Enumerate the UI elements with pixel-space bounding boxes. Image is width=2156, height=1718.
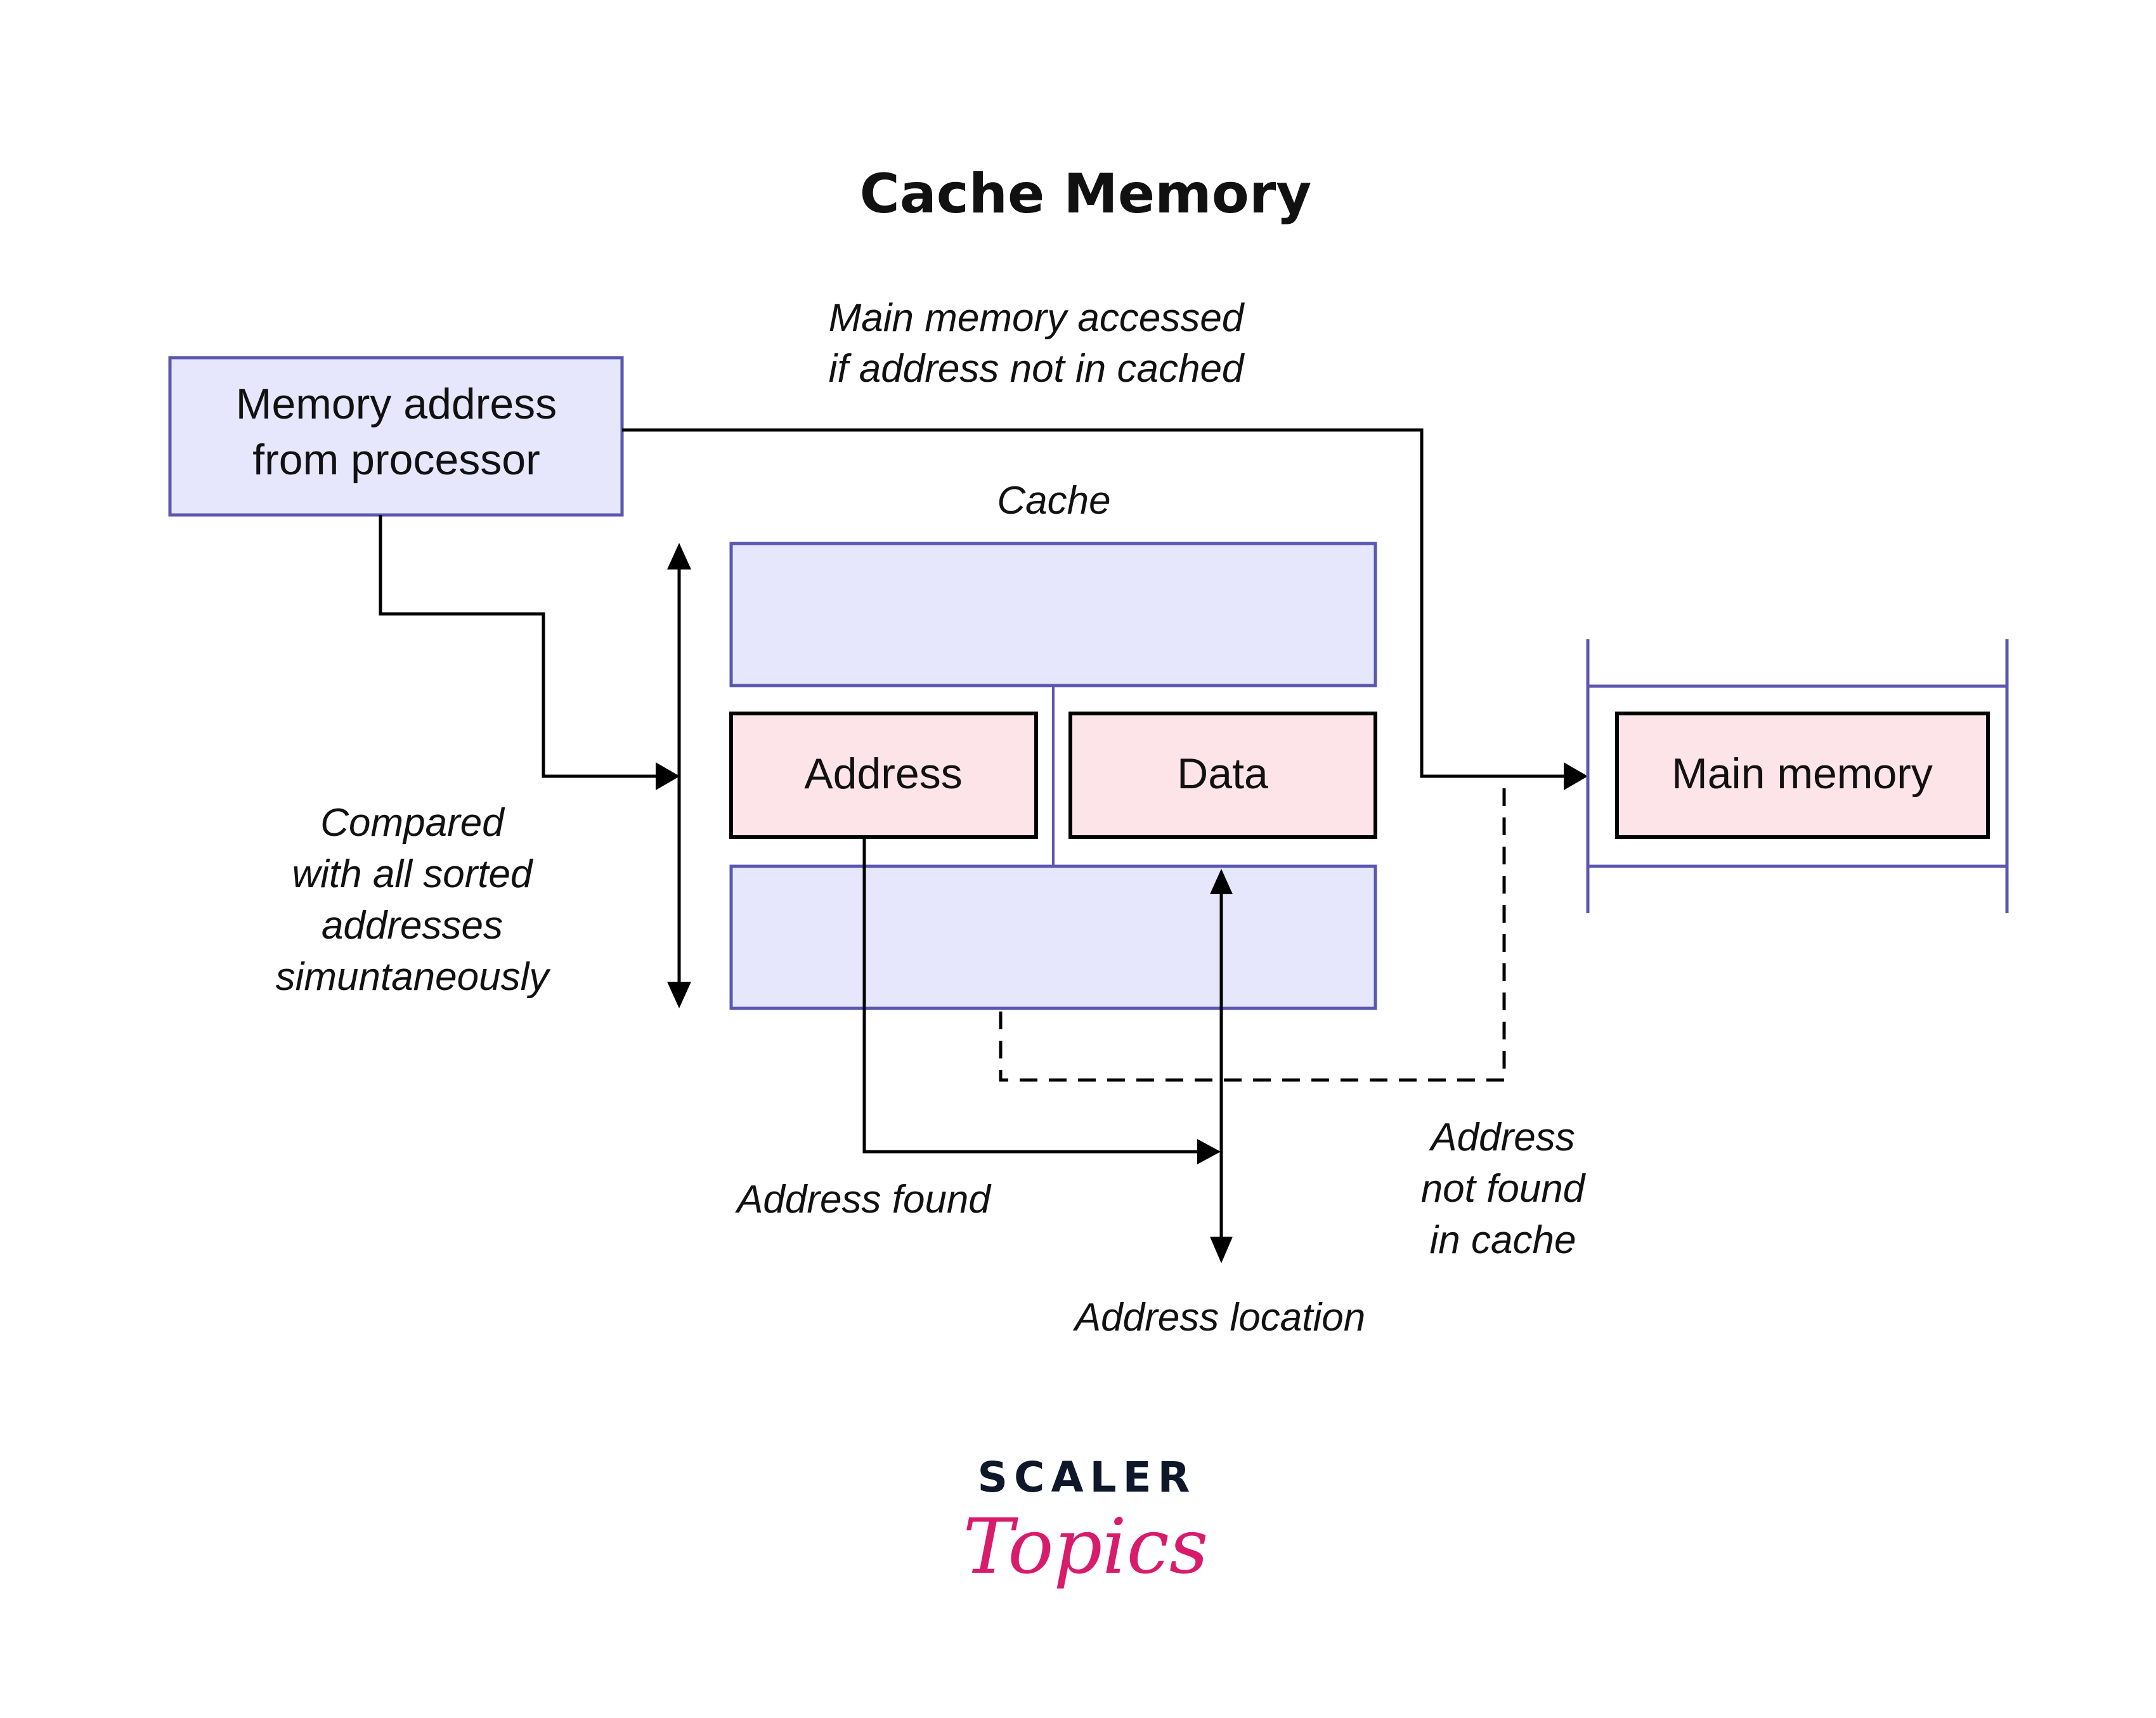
location-down-arrow-icon [1210, 1237, 1233, 1263]
address-not-found-label-line3: in cache [1430, 1218, 1576, 1262]
address-found-line [862, 837, 1205, 1154]
address-box-label: Address [804, 750, 962, 798]
address-box: Address [729, 712, 1038, 839]
compared-label-line1: Compared [320, 801, 505, 845]
main-memory-box [1615, 712, 1990, 839]
main-memory-accessed-label-line1: Main memory accessed [829, 296, 1245, 340]
data-up-arrow-icon [1210, 869, 1233, 894]
scaler-topics-logo: SCALER Topics [963, 1453, 1209, 1591]
address-found-label: Address found [734, 1178, 992, 1221]
compare-down-arrow-icon [667, 982, 691, 1008]
cache-bottom-row [729, 864, 1377, 1010]
main-memory-label: Main memory [1672, 750, 1933, 798]
main-memory-accessed-label-line2: if address not in cached [829, 347, 1245, 391]
compare-up-arrow-icon [667, 543, 691, 569]
diagram-title: Cache Memory [860, 162, 1312, 226]
logo-topics-text: Topics [963, 1503, 1209, 1591]
cache-top-row [729, 542, 1377, 687]
data-box: Data [1068, 712, 1377, 839]
cache-label: Cache [997, 479, 1110, 523]
main-memory-block: Main memory [1586, 639, 2009, 913]
address-location-label: Address location [1072, 1296, 1365, 1339]
processor-to-cache-line [379, 515, 666, 778]
processor-box: Memory address from processor [168, 356, 624, 517]
address-not-found-label-line1: Address [1428, 1116, 1575, 1159]
processor-box-line2: from processor [252, 436, 540, 484]
arrowhead-to-compare-icon [656, 762, 680, 790]
compared-label-line4: simuntaneously [276, 955, 552, 999]
compared-label-line3: addresses [321, 904, 503, 947]
processor-to-main-memory-line [622, 428, 1573, 778]
address-not-found-label-line2: not found [1421, 1167, 1587, 1211]
compared-label-line2: with all sorted [292, 852, 534, 896]
address-found-arrow-icon [1197, 1139, 1221, 1164]
arrowhead-to-main-memory-icon [1564, 762, 1588, 790]
logo-scaler-text: SCALER [977, 1453, 1196, 1502]
processor-box-line1: Memory address [236, 380, 557, 428]
data-box-label: Data [1177, 750, 1268, 798]
address-not-found-dashed-line [999, 776, 1506, 1082]
